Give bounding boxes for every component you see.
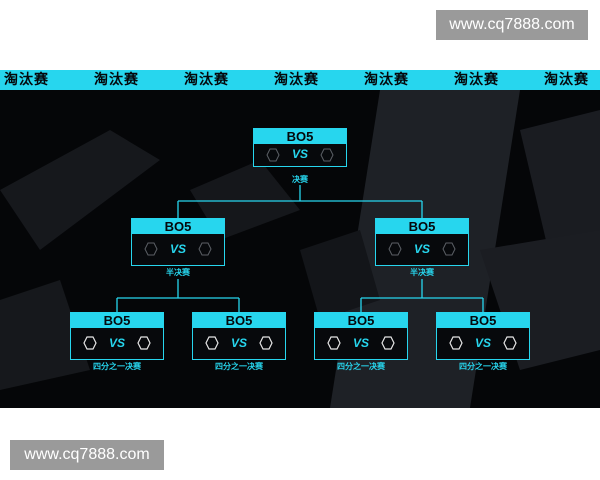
quarterfinal-match-card[interactable]: BO5 VS bbox=[70, 312, 164, 360]
stage-label-quarterfinal: 四分之一决赛 bbox=[459, 362, 507, 371]
vs-label: VS bbox=[291, 147, 308, 161]
hexagon-team-icon bbox=[388, 242, 402, 256]
stage-label-quarterfinal: 四分之一决赛 bbox=[337, 362, 385, 371]
hexagon-team-icon bbox=[320, 148, 334, 162]
hexagon-team-icon bbox=[503, 336, 517, 350]
banner-word: 淘汰赛 bbox=[94, 72, 139, 88]
semifinal-match-card[interactable]: BO5 VS bbox=[131, 218, 225, 266]
bracket-board: 淘汰赛 淘汰赛 淘汰赛 淘汰赛 淘汰赛 淘汰赛 淘汰赛 BO5 VS 决赛 BO… bbox=[0, 70, 600, 408]
hexagon-team-icon bbox=[266, 148, 280, 162]
stage-label-semifinal: 半决赛 bbox=[410, 268, 434, 277]
quarterfinal-match-card[interactable]: BO5 VS bbox=[436, 312, 530, 360]
quarterfinal-match-card[interactable]: BO5 VS bbox=[314, 312, 408, 360]
banner-word: 淘汰赛 bbox=[274, 72, 319, 88]
hexagon-team-icon bbox=[259, 336, 273, 350]
match-format: BO5 bbox=[315, 313, 407, 328]
hexagon-team-icon bbox=[137, 336, 151, 350]
hexagon-team-icon bbox=[381, 336, 395, 350]
vs-label: VS bbox=[413, 242, 430, 256]
hexagon-team-icon bbox=[144, 242, 158, 256]
knockout-banner: 淘汰赛 淘汰赛 淘汰赛 淘汰赛 淘汰赛 淘汰赛 淘汰赛 bbox=[0, 70, 600, 90]
stage-label-final: 决赛 bbox=[292, 175, 308, 184]
hexagon-team-icon bbox=[205, 336, 219, 350]
hexagon-team-icon bbox=[198, 242, 212, 256]
match-format: BO5 bbox=[193, 313, 285, 328]
hexagon-team-icon bbox=[83, 336, 97, 350]
quarterfinal-match-card[interactable]: BO5 VS bbox=[192, 312, 286, 360]
banner-word: 淘汰赛 bbox=[4, 72, 49, 88]
banner-word: 淘汰赛 bbox=[364, 72, 409, 88]
vs-label: VS bbox=[108, 336, 125, 350]
match-format: BO5 bbox=[132, 219, 224, 234]
banner-word: 淘汰赛 bbox=[454, 72, 499, 88]
stage-label-quarterfinal: 四分之一决赛 bbox=[93, 362, 141, 371]
vs-label: VS bbox=[352, 336, 369, 350]
hexagon-team-icon bbox=[442, 242, 456, 256]
stage-label-quarterfinal: 四分之一决赛 bbox=[215, 362, 263, 371]
match-format: BO5 bbox=[254, 129, 346, 144]
semifinal-match-card[interactable]: BO5 VS bbox=[375, 218, 469, 266]
final-match-card[interactable]: BO5 VS bbox=[253, 128, 347, 167]
hexagon-team-icon bbox=[327, 336, 341, 350]
vs-label: VS bbox=[169, 242, 186, 256]
hexagon-team-icon bbox=[449, 336, 463, 350]
match-format: BO5 bbox=[376, 219, 468, 234]
stage-label-semifinal: 半决赛 bbox=[166, 268, 190, 277]
bracket-connectors bbox=[116, 185, 484, 312]
watermark-bottom: www.cq7888.com bbox=[10, 440, 164, 470]
vs-label: VS bbox=[230, 336, 247, 350]
vs-label: VS bbox=[474, 336, 491, 350]
banner-word: 淘汰赛 bbox=[184, 72, 229, 88]
match-format: BO5 bbox=[71, 313, 163, 328]
match-format: BO5 bbox=[437, 313, 529, 328]
watermark-top: www.cq7888.com bbox=[436, 10, 588, 40]
banner-word: 淘汰赛 bbox=[544, 72, 589, 88]
